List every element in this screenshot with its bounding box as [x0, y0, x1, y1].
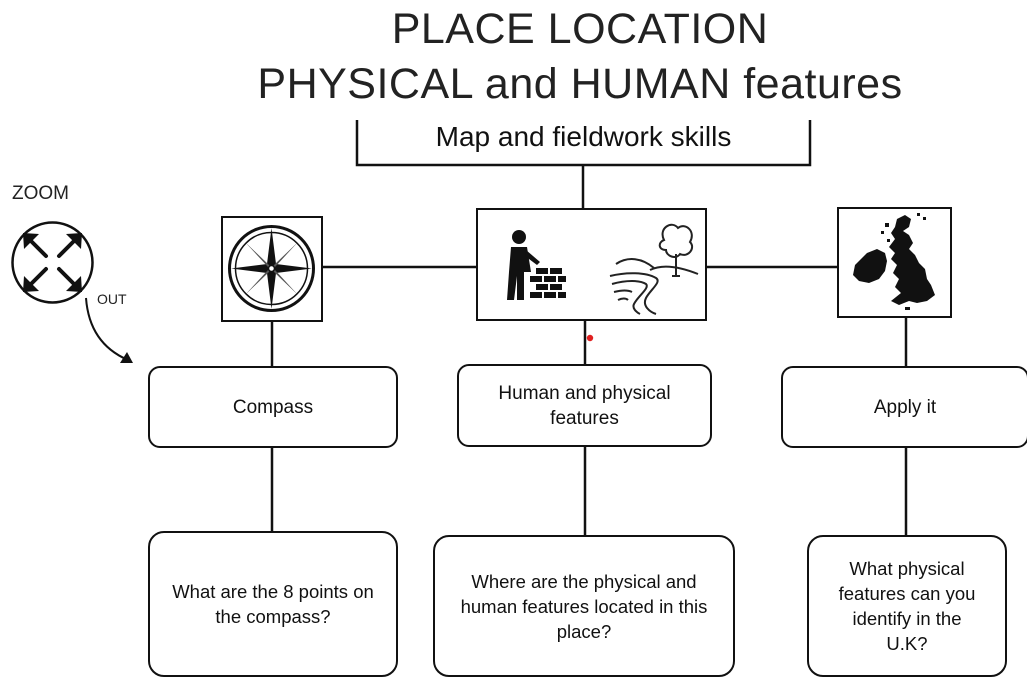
features-question: Where are the physical and human feature… [460, 570, 708, 642]
uk-map-icon [853, 213, 935, 310]
features-label-box[interactable]: Human and physical features [457, 364, 712, 447]
zoom-out-icon [9, 219, 96, 306]
uk-map-icon-box [837, 207, 952, 318]
zoom-label: ZOOM [12, 183, 69, 204]
features-question-box: Where are the physical and human feature… [433, 535, 735, 677]
zoom-out-label: OUT [97, 291, 127, 307]
red-dot [586, 334, 594, 342]
features-icon-box [476, 208, 707, 321]
compass-question-box: What are the 8 points on the compass? [148, 531, 398, 677]
builder-with-bricks-icon [507, 230, 566, 300]
apply-question: What physical features can you identify … [838, 558, 976, 654]
river-landscape-icon [609, 223, 699, 315]
apply-question-box: What physical features can you identify … [807, 535, 1007, 677]
compass-question: What are the 8 points on the compass? [172, 581, 374, 627]
zoom-arrow-head [120, 352, 133, 363]
compass-icon-box [221, 216, 323, 322]
features-label: Human and physical features [498, 382, 671, 429]
compass-label: Compass [232, 396, 314, 418]
title-line-1: PLACE LOCATION [391, 5, 769, 53]
title-line-2: PHYSICAL and HUMAN features [257, 60, 903, 108]
compass-label-box[interactable]: Compass [148, 366, 398, 448]
header-label: Map and fieldwork skills [435, 121, 732, 152]
apply-label-box[interactable]: Apply it [781, 366, 1027, 448]
apply-label: Apply it [873, 396, 937, 418]
compass-rose-icon [228, 225, 315, 312]
